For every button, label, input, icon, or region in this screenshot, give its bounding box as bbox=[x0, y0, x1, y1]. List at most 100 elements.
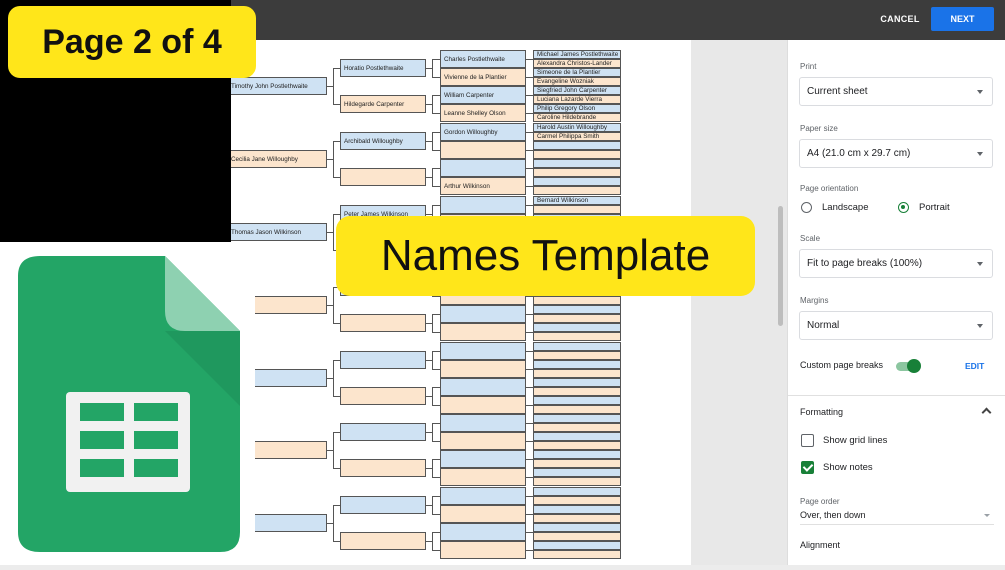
tree-person-gen4 bbox=[533, 505, 621, 514]
tree-person-gen1: Cecilia Jane Willoughby bbox=[231, 150, 327, 168]
margins-select[interactable]: Normal bbox=[799, 311, 993, 340]
tree-person-gen2: Archibald Willoughby bbox=[340, 132, 426, 150]
tree-connector bbox=[432, 150, 440, 151]
tree-connector bbox=[432, 351, 433, 369]
tree-connector bbox=[333, 505, 334, 541]
tree-person-gen4 bbox=[533, 305, 621, 314]
cancel-button[interactable]: CANCEL bbox=[880, 14, 920, 24]
notes-checkbox[interactable] bbox=[801, 461, 814, 474]
portrait-label: Portrait bbox=[919, 202, 950, 213]
tree-person-gen1 bbox=[231, 369, 327, 387]
tree-person-gen4 bbox=[533, 532, 621, 541]
edit-breaks-link[interactable]: EDIT bbox=[965, 361, 985, 371]
tree-connector bbox=[526, 332, 533, 333]
next-button[interactable]: NEXT bbox=[931, 7, 994, 31]
preview-scrollbar[interactable] bbox=[778, 206, 783, 326]
tree-person-gen4: Simeone de la Plantier bbox=[533, 68, 621, 77]
tree-connector bbox=[327, 523, 333, 524]
tree-connector bbox=[432, 387, 440, 388]
tree-connector bbox=[426, 68, 432, 69]
tree-person-gen4 bbox=[533, 177, 621, 186]
tree-connector bbox=[333, 432, 340, 433]
grid-lines-checkbox[interactable] bbox=[801, 434, 814, 447]
tree-person-gen3: Arthur Wilkinson bbox=[440, 177, 526, 195]
tree-person-gen3 bbox=[440, 396, 526, 414]
tree-person-gen3 bbox=[440, 523, 526, 541]
landscape-label: Landscape bbox=[822, 202, 869, 213]
tree-connector bbox=[333, 141, 334, 177]
tree-connector bbox=[432, 332, 440, 333]
tree-person-gen4: Alexandra Christos-Lander bbox=[533, 59, 621, 68]
portrait-radio[interactable] bbox=[898, 202, 909, 213]
dropdown-arrow-icon bbox=[984, 514, 990, 517]
tree-person-gen4 bbox=[533, 441, 621, 450]
tree-connector bbox=[432, 314, 433, 332]
tree-connector bbox=[432, 532, 433, 550]
tree-connector bbox=[526, 296, 533, 297]
tree-person-gen4 bbox=[533, 496, 621, 505]
tree-connector bbox=[432, 296, 440, 297]
tree-person-gen4 bbox=[533, 487, 621, 496]
tree-connector bbox=[526, 550, 533, 551]
tree-connector bbox=[426, 141, 432, 142]
dropdown-arrow-icon bbox=[977, 262, 983, 266]
tree-connector bbox=[432, 387, 433, 405]
dropdown-arrow-icon bbox=[977, 324, 983, 328]
tree-person-gen4 bbox=[533, 360, 621, 369]
custom-breaks-toggle[interactable] bbox=[896, 359, 921, 373]
tree-connector bbox=[327, 305, 333, 306]
tree-connector bbox=[526, 205, 533, 206]
custom-breaks-label: Custom page breaks bbox=[800, 360, 884, 370]
tree-connector bbox=[432, 59, 440, 60]
section-divider bbox=[788, 395, 1005, 396]
tree-connector bbox=[432, 113, 440, 114]
tree-connector bbox=[432, 59, 433, 77]
tree-person-gen4 bbox=[533, 396, 621, 405]
print-select[interactable]: Current sheet bbox=[799, 77, 993, 106]
tree-person-gen1 bbox=[231, 441, 327, 459]
landscape-radio[interactable] bbox=[801, 202, 812, 213]
paper-size-select[interactable]: A4 (21.0 cm x 29.7 cm) bbox=[799, 139, 993, 168]
tree-connector bbox=[333, 468, 340, 469]
tree-person-gen4 bbox=[533, 186, 621, 195]
tree-connector bbox=[526, 351, 533, 352]
tree-person-gen4: Siegfried John Carpenter bbox=[533, 86, 621, 95]
tree-person-gen1: Thomas Jason Wilkinson bbox=[231, 223, 327, 241]
tree-person-gen4: Evangeline Wozniak bbox=[533, 77, 621, 86]
page-order-select[interactable]: Over, then down bbox=[800, 509, 994, 525]
tree-connector bbox=[526, 113, 533, 114]
tree-person-gen2 bbox=[340, 459, 426, 477]
tree-person-gen4 bbox=[533, 387, 621, 396]
tree-connector bbox=[426, 396, 432, 397]
tree-connector bbox=[432, 405, 440, 406]
tree-connector bbox=[526, 387, 533, 388]
paper-size-label: Paper size bbox=[800, 124, 838, 133]
tree-connector bbox=[526, 532, 533, 533]
tree-person-gen4: Carmel Philippa Smith bbox=[533, 132, 621, 141]
tree-person-gen1 bbox=[231, 296, 327, 314]
tree-connector bbox=[333, 432, 334, 468]
tree-connector bbox=[432, 496, 433, 514]
tree-person-gen4 bbox=[533, 342, 621, 351]
tree-person-gen3: William Carpenter bbox=[440, 86, 526, 104]
tree-connector bbox=[432, 423, 433, 441]
tree-connector bbox=[432, 532, 440, 533]
logo-area bbox=[0, 242, 255, 565]
tree-person-gen4 bbox=[533, 205, 621, 214]
tree-person-gen4 bbox=[533, 378, 621, 387]
tree-connector bbox=[333, 214, 340, 215]
tree-person-gen4 bbox=[533, 423, 621, 432]
tree-connector bbox=[333, 505, 340, 506]
chevron-up-icon[interactable] bbox=[981, 407, 992, 418]
tree-connector bbox=[333, 360, 340, 361]
tree-connector bbox=[327, 86, 333, 87]
tree-connector bbox=[432, 441, 440, 442]
tree-person-gen3 bbox=[440, 505, 526, 523]
tree-person-gen4 bbox=[533, 514, 621, 523]
tree-connector bbox=[432, 205, 440, 206]
tree-connector bbox=[426, 468, 432, 469]
tree-person-gen2 bbox=[340, 496, 426, 514]
tree-person-gen4 bbox=[533, 351, 621, 360]
scale-select[interactable]: Fit to page breaks (100%) bbox=[799, 249, 993, 278]
